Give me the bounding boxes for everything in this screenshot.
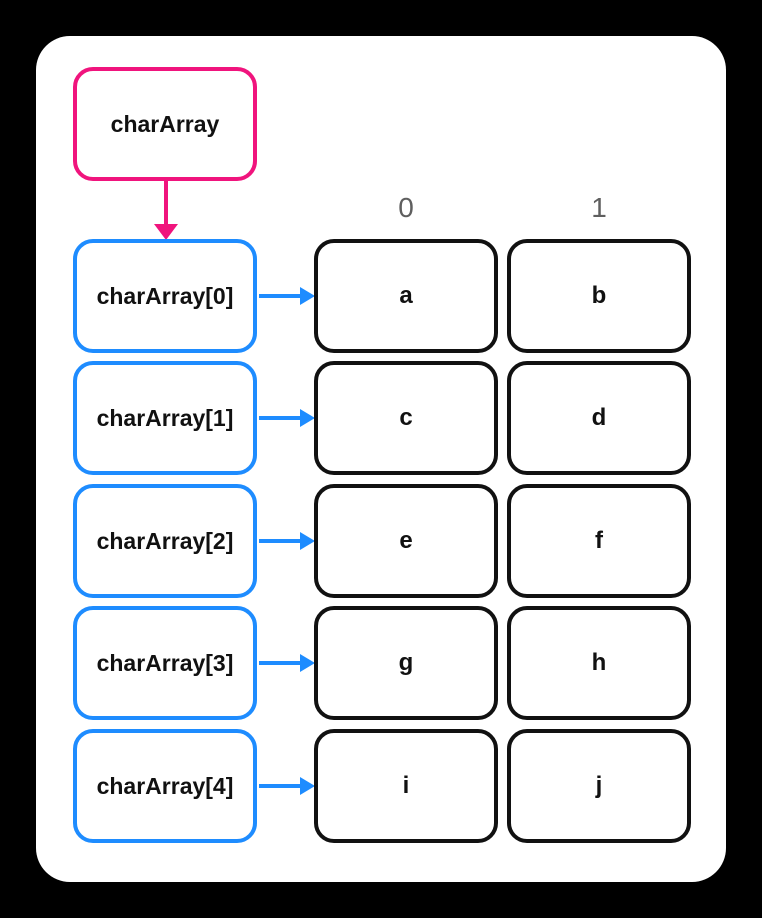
arrow-head-icon bbox=[300, 777, 315, 795]
pointer-node-label: charArray[4] bbox=[96, 772, 234, 799]
cell-4-0: i bbox=[314, 729, 498, 843]
column-header-1: 1 bbox=[591, 192, 607, 223]
pointer-node-label: charArray[0] bbox=[96, 282, 234, 309]
pointer-arrow-2 bbox=[259, 532, 315, 550]
cell-value: c bbox=[399, 404, 413, 431]
pointer-node-4: charArray[4] bbox=[73, 729, 257, 843]
cell-3-1: h bbox=[507, 606, 691, 720]
array-row-0: charArray[0] a b bbox=[73, 239, 693, 353]
root-pointer-arrow bbox=[154, 181, 178, 240]
pointer-node-label: charArray[2] bbox=[96, 527, 234, 554]
pointer-node-0: charArray[0] bbox=[73, 239, 257, 353]
arrow-head-icon bbox=[300, 654, 315, 672]
cell-value: f bbox=[595, 527, 603, 554]
cell-3-0: g bbox=[314, 606, 498, 720]
array-row-3: charArray[3] g h bbox=[73, 606, 693, 720]
cell-1-0: c bbox=[314, 361, 498, 475]
array-row-4: charArray[4] i j bbox=[73, 729, 693, 843]
arrow-head-icon bbox=[300, 532, 315, 550]
arrow-head-icon bbox=[300, 409, 315, 427]
cell-2-0: e bbox=[314, 484, 498, 598]
pointer-arrow-0 bbox=[259, 287, 315, 305]
cell-2-1: f bbox=[507, 484, 691, 598]
cell-value: a bbox=[399, 282, 413, 309]
cell-value: d bbox=[591, 404, 607, 431]
pointer-arrow-4 bbox=[259, 777, 315, 795]
arrow-head-icon bbox=[300, 287, 315, 305]
cell-value: i bbox=[402, 772, 410, 799]
array-row-1: charArray[1] c d bbox=[73, 361, 693, 475]
cell-0-0: a bbox=[314, 239, 498, 353]
cell-0-1: b bbox=[507, 239, 691, 353]
cell-1-1: d bbox=[507, 361, 691, 475]
cell-value: b bbox=[591, 282, 607, 309]
cell-4-1: j bbox=[507, 729, 691, 843]
pointer-node-2: charArray[2] bbox=[73, 484, 257, 598]
column-header-0: 0 bbox=[398, 192, 414, 223]
pointer-node-label: charArray[1] bbox=[96, 404, 234, 431]
pointer-arrow-1 bbox=[259, 409, 315, 427]
diagram-card: charArray 0 1 charArray[0] a b charArray… bbox=[36, 36, 726, 882]
root-node: charArray bbox=[73, 67, 257, 181]
pointer-arrow-3 bbox=[259, 654, 315, 672]
pointer-node-1: charArray[1] bbox=[73, 361, 257, 475]
root-node-label: charArray bbox=[110, 110, 220, 137]
cell-value: e bbox=[399, 527, 413, 554]
arrow-head-icon bbox=[154, 224, 178, 240]
pointer-node-3: charArray[3] bbox=[73, 606, 257, 720]
pointer-node-label: charArray[3] bbox=[96, 649, 234, 676]
array-row-2: charArray[2] e f bbox=[73, 484, 693, 598]
cell-value: g bbox=[398, 649, 414, 676]
cell-value: h bbox=[591, 649, 607, 676]
cell-value: j bbox=[595, 772, 603, 799]
